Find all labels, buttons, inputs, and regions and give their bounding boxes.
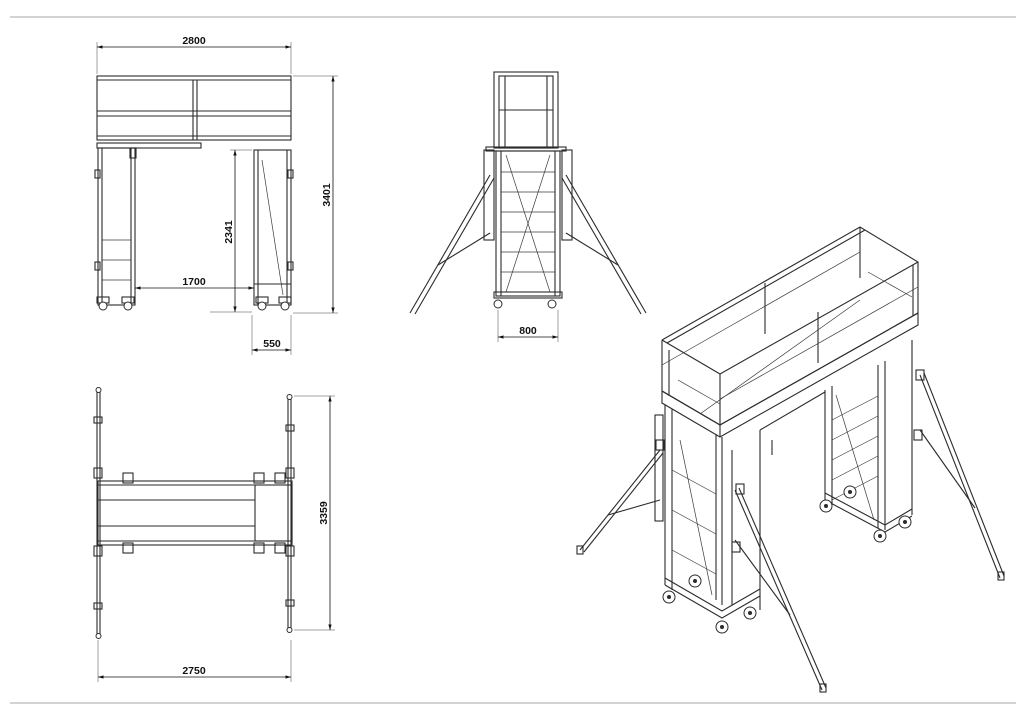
- dim-front-width: 2800: [182, 35, 206, 47]
- dim-clear-span: 1700: [182, 276, 206, 288]
- front-elevation-view: [94, 42, 338, 355]
- isometric-view: [576, 226, 1005, 693]
- dim-side-width: 800: [519, 325, 537, 337]
- plan-view: [93, 387, 335, 682]
- dim-clear-height: 2341: [223, 220, 235, 244]
- side-elevation-view: [409, 71, 647, 342]
- dim-ladder-depth: 550: [263, 338, 281, 350]
- dim-plan-height: 3359: [318, 501, 330, 525]
- dim-front-height: 3401: [321, 183, 333, 207]
- dim-plan-width: 2750: [182, 665, 206, 677]
